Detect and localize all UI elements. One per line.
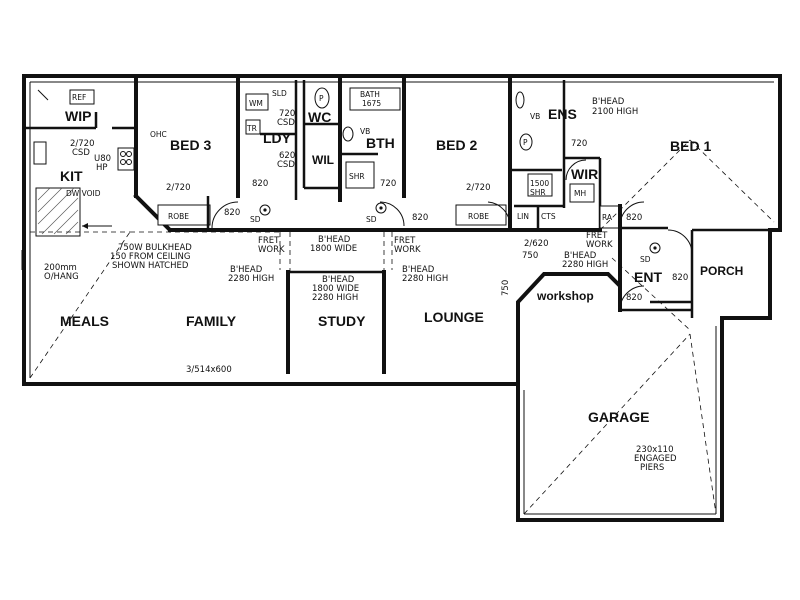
note-bhead-1800-a: B'HEAD bbox=[318, 235, 351, 245]
note-bed3-door: 2/720 bbox=[166, 183, 191, 193]
note-wil-a: 620 bbox=[279, 151, 295, 161]
room-label-garage: GARAGE bbox=[588, 409, 649, 425]
fixture-lin: LIN bbox=[517, 212, 529, 221]
note-ldy-door-a: 720 bbox=[279, 109, 295, 119]
room-label-wip: WIP bbox=[65, 108, 91, 124]
room-label-ens: ENS bbox=[548, 106, 577, 122]
fixture-tr: TR bbox=[246, 124, 257, 133]
note-bhead-1800-b: 1800 WIDE bbox=[310, 244, 357, 254]
note-work1: WORK bbox=[258, 245, 285, 255]
note-fret1: FRET bbox=[258, 236, 280, 246]
fixture-robe1: ROBE bbox=[168, 212, 189, 221]
fixture-cts: CTS bbox=[541, 212, 556, 221]
note-bhead-study-c: 2280 HIGH bbox=[312, 293, 358, 303]
smoke-detector-icons bbox=[259, 202, 661, 254]
note-window: 3/514x600 bbox=[186, 365, 232, 375]
note-d820-2: 820 bbox=[224, 208, 240, 218]
fixtures bbox=[33, 87, 595, 203]
note-ldy-door-b: CSD bbox=[277, 118, 295, 128]
note-bhead-lounge-b: 2280 HIGH bbox=[402, 274, 448, 284]
fixture-p1: P bbox=[319, 94, 324, 103]
fret-work-lines bbox=[279, 232, 393, 270]
note-fret3: FRET bbox=[586, 231, 608, 241]
bulkhead-dashes bbox=[29, 139, 775, 515]
fixture-bath: BATH bbox=[360, 90, 380, 99]
room-label-bed2: BED 2 bbox=[436, 137, 477, 153]
note-d750b: 750 bbox=[501, 280, 511, 296]
note-work2: WORK bbox=[394, 245, 421, 255]
room-label-porch: PORCH bbox=[700, 264, 743, 278]
fixture-vb2: VB bbox=[530, 112, 540, 121]
note-wil: WIL bbox=[312, 153, 334, 167]
fixture-sd3: SD bbox=[640, 255, 651, 264]
room-label-ldy: LDY bbox=[263, 130, 292, 146]
room-label-wc: WC bbox=[308, 109, 331, 125]
note-bulkhead-b: 150 FROM CEILING bbox=[110, 252, 190, 262]
fixture-p2: P bbox=[523, 138, 528, 147]
room-label-bth: BTH bbox=[366, 135, 395, 151]
note-piers-a: 230x110 bbox=[636, 445, 673, 455]
note-ohang-b: O/HANG bbox=[44, 272, 79, 282]
room-label-bed1: BED 1 bbox=[670, 138, 711, 154]
note-d820-1: 820 bbox=[252, 179, 268, 189]
note-bhead-family-b: 2280 HIGH bbox=[228, 274, 274, 284]
note-wil-b: CSD bbox=[277, 160, 295, 170]
note-bulkhead-c: SHOWN HATCHED bbox=[112, 261, 189, 271]
note-d820-4: 820 bbox=[626, 213, 642, 223]
note-ohang-a: 200mm bbox=[44, 263, 77, 273]
room-label-family: FAMILY bbox=[186, 313, 237, 329]
room-label-lounge: LOUNGE bbox=[424, 309, 484, 325]
note-fret2: FRET bbox=[394, 236, 416, 246]
note-bhead-study-b: 1800 WIDE bbox=[312, 284, 359, 294]
note-d720-bth: 720 bbox=[380, 179, 396, 189]
note-d750a: 750 bbox=[522, 251, 538, 261]
fixture-mh: MH bbox=[574, 189, 586, 198]
note-uhp-a: U80 bbox=[94, 154, 111, 164]
room-label-kit: KIT bbox=[60, 168, 83, 184]
note-bed2-door: 2/720 bbox=[466, 183, 491, 193]
note-work3: WORK bbox=[586, 240, 613, 250]
room-label-bed3: BED 3 bbox=[170, 137, 211, 153]
note-piers-c: PIERS bbox=[640, 463, 664, 473]
fixture-ref: REF bbox=[72, 93, 86, 102]
note-ens-bhead-b: 2100 HIGH bbox=[592, 107, 638, 117]
fixture-ra: RA bbox=[602, 213, 613, 222]
room-label-ent: ENT bbox=[634, 269, 662, 285]
note-wip-door-b: CSD bbox=[72, 148, 90, 158]
note-uhp-b: HP bbox=[96, 163, 108, 173]
fixture-shr1: SHR bbox=[349, 172, 365, 181]
fixture-dw-void: DW VOID bbox=[66, 189, 101, 198]
note-d720-ens: 720 bbox=[571, 139, 587, 149]
interior-walls bbox=[24, 78, 770, 386]
fixture-robe2: ROBE bbox=[468, 212, 489, 221]
room-label-workshop: workshop bbox=[536, 289, 594, 303]
fixture-vb1: VB bbox=[360, 127, 370, 136]
fixture-ohc: OHC bbox=[150, 130, 167, 139]
note-d820-6: 820 bbox=[626, 293, 642, 303]
door-swings bbox=[211, 159, 693, 311]
room-label-study: STUDY bbox=[318, 313, 366, 329]
note-ens-bhead-a: B'HEAD bbox=[592, 97, 625, 107]
fixture-sld: SLD bbox=[272, 89, 287, 98]
room-label-meals: MEALS bbox=[60, 313, 109, 329]
note-bhead-study-a: B'HEAD bbox=[322, 275, 355, 285]
annotation-arrows bbox=[21, 89, 112, 270]
note-bhead-lounge-a: B'HEAD bbox=[402, 265, 435, 275]
note-bhead-ent-b: 2280 HIGH bbox=[562, 260, 608, 270]
note-d820-3: 820 bbox=[412, 213, 428, 223]
fixture-sd2: SD bbox=[366, 215, 377, 224]
note-d820-5: 820 bbox=[672, 273, 688, 283]
note-bhead-ent-a: B'HEAD bbox=[564, 251, 597, 261]
room-label-wir: WIR bbox=[571, 166, 598, 182]
fixture-bath-size: 1675 bbox=[362, 99, 381, 108]
note-bulkhead-a: 750W BULKHEAD bbox=[118, 243, 192, 253]
note-d2620: 2/620 bbox=[524, 239, 549, 249]
note-piers-b: ENGAGED bbox=[634, 454, 677, 464]
fixture-wm: WM bbox=[249, 99, 263, 108]
note-bhead-family-a: B'HEAD bbox=[230, 265, 263, 275]
fixture-sd1: SD bbox=[250, 215, 261, 224]
note-wip-door-a: 2/720 bbox=[70, 139, 95, 149]
